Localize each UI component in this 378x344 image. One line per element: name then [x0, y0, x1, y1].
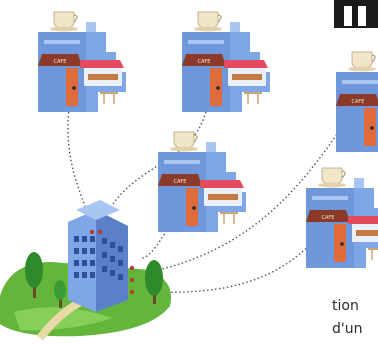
cafe-building-icon — [306, 168, 378, 268]
title-letter-fragment — [334, 0, 378, 36]
text-fragment-line-1: tion — [332, 298, 359, 314]
cafe-building-icon — [182, 12, 270, 112]
cafe-building-icon — [158, 132, 246, 232]
office-building-icon — [68, 200, 134, 312]
cafe-building-icon — [336, 52, 378, 152]
text-fragment-line-2: d'un — [332, 321, 362, 337]
cafe-building-icon — [38, 12, 126, 112]
